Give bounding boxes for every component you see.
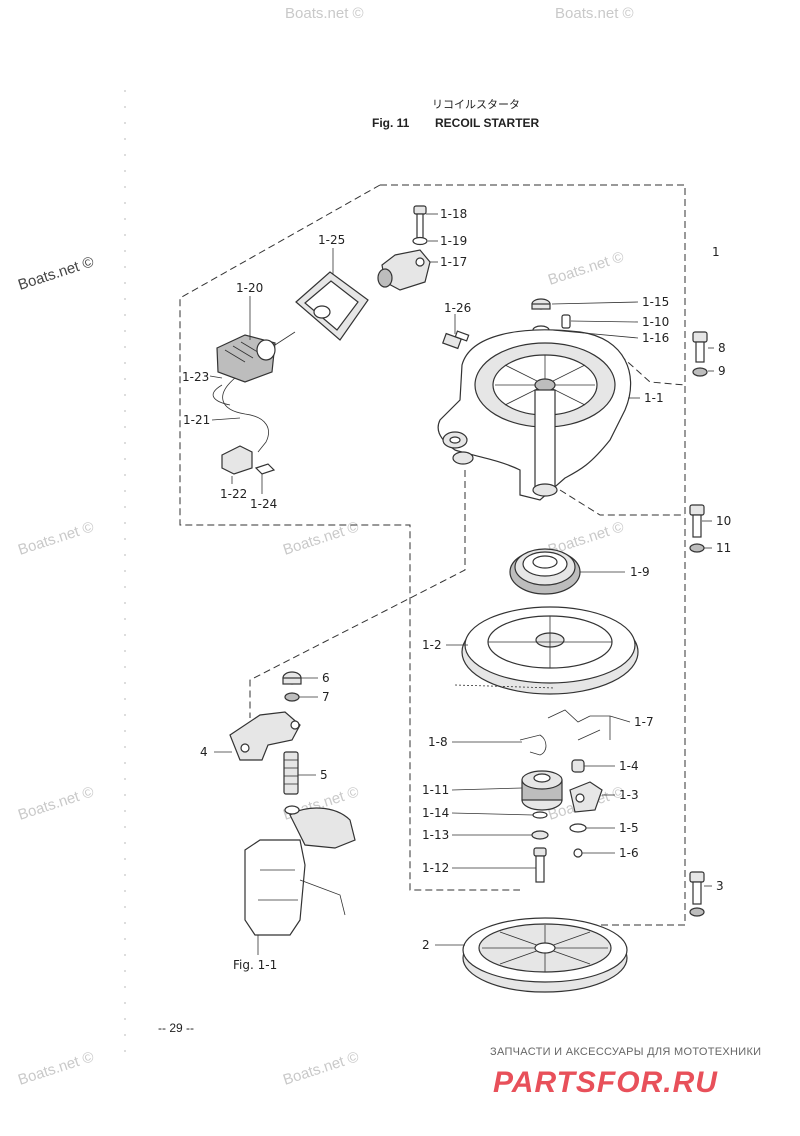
label-1-12: 1-12 [422,861,449,875]
label-1-1: 1-1 [644,391,664,405]
part-labels: 1-18 1-19 1-17 1-25 1-20 1-23 1-21 1-22 … [182,207,731,972]
part-1-26-pin [442,330,470,350]
label-1-23: 1-23 [182,370,209,384]
label-1-21: 1-21 [183,413,210,427]
part-11-washer [689,543,705,553]
part-8-bolt [692,331,708,363]
label-3: 3 [716,879,724,893]
part-1-10-collar [561,314,571,329]
label-1-5: 1-5 [619,821,639,835]
label-8: 8 [718,341,726,355]
label-6: 6 [322,671,330,685]
label-1-24: 1-24 [250,497,277,511]
watermark-text: Boats.net © [16,1048,96,1088]
part-5-stud [283,751,299,795]
part-4-lever [229,711,301,761]
part-1-12-bolt [533,847,547,883]
part-1-21-wire [212,377,269,453]
part-1-11-drive-plate [521,770,563,811]
label-1-22: 1-22 [220,487,247,501]
part-1-22-terminal [221,445,253,475]
label-1-17: 1-17 [440,255,467,269]
part-9-washer [692,367,708,377]
label-9: 9 [718,364,726,378]
label-1-9: 1-9 [630,565,650,579]
part-1-9-recoil-spring [509,548,581,595]
label-1-15: 1-15 [642,295,669,309]
label-1-20: 1-20 [236,281,263,295]
part-1-14-spring [532,811,548,819]
part-1-25-switch-plate [295,271,369,341]
part-1-19-washer [412,236,428,246]
part-1-24-plate [254,463,276,475]
label-5: 5 [320,768,328,782]
part-3-bolt [689,871,705,917]
part-1-6-clip [573,848,583,858]
label-1-19: 1-19 [440,234,467,248]
leader-lines [209,213,714,946]
label-1-6: 1-6 [619,846,639,860]
label-1-26: 1-26 [444,301,471,315]
part-6-collar [282,671,302,685]
label-1-18: 1-18 [440,207,467,221]
label-1-10: 1-10 [642,315,669,329]
label-1-2: 1-2 [422,638,442,652]
title-japanese: リコイルスタータ [432,98,520,111]
figure-title: リコイルスタータ Fig. 11 RECOIL STARTER [372,98,540,130]
label-11: 11 [716,541,731,555]
label-1-3: 1-3 [619,788,639,802]
label-1-11: 1-11 [422,783,449,797]
watermark-text: Boats.net © [281,518,361,558]
label-10: 10 [716,514,731,528]
footer-tagline: ЗАПЧАСТИ И АКСЕССУАРЫ ДЛЯ МОТОТЕХНИКИ [490,1046,761,1058]
part-10-bolt [689,504,705,538]
part-1-17-bracket [377,249,431,291]
label-1-7: 1-7 [634,715,654,729]
engine-bracket-fragment [244,805,356,955]
assembly-boundary [179,184,686,926]
label-1-4: 1-4 [619,759,639,773]
figure-number: Fig. 11 [372,116,410,130]
label-1: 1 [712,245,720,259]
footer-branding: ЗАПЧАСТИ И АКСЕССУАРЫ ДЛЯ МОТОТЕХНИКИ PA… [490,1046,761,1099]
watermark-text: Boats.net © [546,248,626,288]
watermark-text: Boats.net © [555,5,634,22]
watermark-text: Boats.net © [285,5,364,22]
label-7: 7 [322,690,330,704]
part-1-4-collar [571,759,585,773]
label-1-8: 1-8 [428,735,448,749]
part-1-3-ratchet [569,781,603,813]
part-2-starter-cover [462,917,628,993]
watermark-text: Boats.net © [16,518,96,558]
part-1-13-washer [531,830,549,840]
label-1-16: 1-16 [642,331,669,345]
part-1-20-stop-switch [216,331,296,383]
part-1-2-pulley [454,606,639,695]
part-1-15-nut [531,298,551,310]
figure-name: RECOIL STARTER [435,116,540,130]
label-1-14: 1-14 [422,806,449,820]
label-1-25: 1-25 [318,233,345,247]
part-1-5-washer [569,823,587,833]
page-number: -- 29 -- [158,1021,194,1035]
watermark-text: Boats.net © [16,783,96,823]
part-1-8-spring [519,734,547,756]
watermark-text: Boats.net © [16,253,96,293]
part-1-7-spring [547,709,601,741]
label-2: 2 [422,938,430,952]
part-1-1-starter-case [437,329,632,501]
label-1-13: 1-13 [422,828,449,842]
part-7-washer [284,692,300,702]
label-4: 4 [200,745,208,759]
footer-brand-logo: PARTSFOR.RU [493,1066,718,1099]
label-fig-1-1: Fig. 1-1 [233,958,277,972]
watermark-text: Boats.net © [281,1048,361,1088]
part-1-18-bolt [413,205,427,239]
